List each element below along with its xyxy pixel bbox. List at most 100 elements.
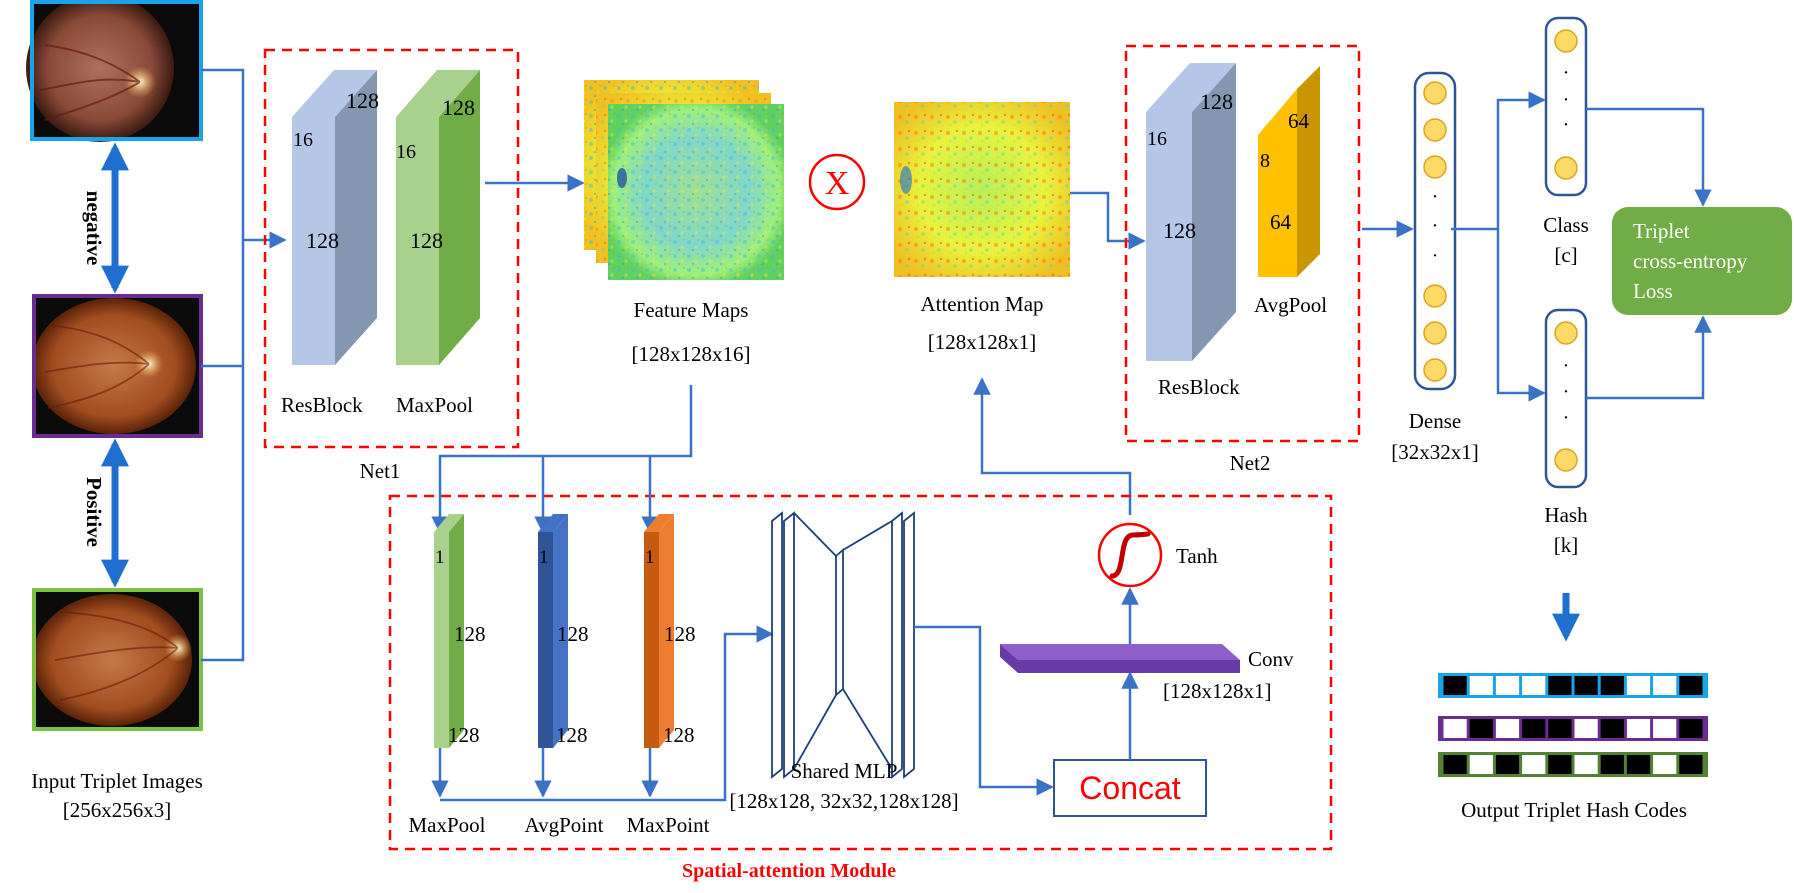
net1-maxpool-label: MaxPool <box>396 393 473 417</box>
class-label: Class <box>1543 213 1589 237</box>
hash-bit <box>1653 755 1677 774</box>
class-node <box>1554 29 1578 53</box>
net2-avgpool-label: AvgPool <box>1254 293 1327 317</box>
spatial-avgpoint-bot: 128 <box>556 723 588 747</box>
hash-bit <box>1600 755 1624 774</box>
hash-bit <box>1679 719 1703 738</box>
hash-node <box>1554 448 1578 472</box>
output-hash-codes: Output Triplet Hash Codes <box>1438 673 1708 822</box>
dense-node <box>1423 118 1447 142</box>
hash-bit <box>1679 755 1703 774</box>
input-label: Input Triplet Images <box>31 769 203 793</box>
hash-bit <box>1469 676 1493 695</box>
hash-bit <box>1574 676 1598 695</box>
net2-resblock-mid: 128 <box>1163 218 1196 243</box>
class-node <box>1554 156 1578 180</box>
hash-bit <box>1574 719 1598 738</box>
mlp-dims: [128x128, 32x32,128x128] <box>729 789 958 813</box>
hash-bit <box>1443 719 1467 738</box>
net2-avgpool-mid: 64 <box>1270 210 1292 234</box>
spatial-maxpool-mid: 128 <box>454 622 486 646</box>
featuremaps-to-pools-arrows <box>431 385 693 534</box>
hash-bit <box>1495 676 1520 695</box>
hash-bit <box>1495 755 1520 774</box>
spatial-avgpoint: 1 128 128 AvgPoint <box>525 514 604 837</box>
hash-bit <box>1522 676 1546 695</box>
input-dims: [256x256x3] <box>63 798 172 822</box>
spatial-maxpool: 1 128 128 MaxPool <box>408 514 486 837</box>
mlp-label: Shared MLP <box>791 759 898 783</box>
hash-bit <box>1574 755 1598 774</box>
feature-maps-dims: [128x128x16] <box>632 342 751 366</box>
tanh-to-attention-arrow <box>973 377 1132 515</box>
net1-border <box>263 48 520 449</box>
feature-maps: Feature Maps [128x128x16] <box>584 80 784 366</box>
loss-arrows <box>1586 107 1712 400</box>
tanh-activation: Tanh <box>1097 522 1218 588</box>
spatial-attention-module: Spatial-attention Module 1 128 128 MaxPo… <box>388 385 1333 882</box>
hash-ellipsis-dot: · <box>1563 407 1570 429</box>
net2-border <box>1124 44 1361 443</box>
loss-line2: cross-entropy <box>1633 249 1748 273</box>
attention-map-dims: [128x128x1] <box>928 330 1037 354</box>
hash-bit <box>1495 719 1520 738</box>
pools-to-mlp-arrows <box>431 625 774 802</box>
spatial-maxpoint-bot: 128 <box>663 723 695 747</box>
input-image-bottom <box>32 588 203 731</box>
spatial-module-title: Spatial-attention Module <box>682 860 896 882</box>
input-images: negative Positive Input Triplet Images [… <box>26 0 203 822</box>
net1-resblock-label: ResBlock <box>281 393 363 417</box>
dense-node <box>1423 284 1447 308</box>
dense-dims: [32x32x1] <box>1391 440 1479 464</box>
dense-node <box>1423 321 1447 345</box>
hash-bit <box>1600 676 1624 695</box>
hash-bit <box>1626 676 1651 695</box>
dense-label: Dense <box>1409 409 1461 433</box>
hash-bit <box>1548 676 1572 695</box>
hash-bit <box>1469 755 1493 774</box>
hash-bit <box>1522 755 1546 774</box>
output-label: Output Triplet Hash Codes <box>1461 798 1687 822</box>
hash-bit <box>1548 719 1572 738</box>
dense-ellipsis-dot: · <box>1432 215 1439 237</box>
net2-avgpool: 64 8 64 AvgPool <box>1254 66 1327 317</box>
net2-resblock-top: 128 <box>1200 89 1233 114</box>
input-image-middle <box>32 294 203 438</box>
net1-block: 128 16 128 ResBlock 128 16 128 MaxPool N… <box>263 48 520 483</box>
dense-branch-arrows <box>1451 91 1546 402</box>
hash-bit <box>1522 719 1546 738</box>
net1-resblock-left: 16 <box>293 129 313 151</box>
net1-maxpool-left: 16 <box>396 141 416 163</box>
hash-bit <box>1443 676 1467 695</box>
input-connectors <box>201 68 287 662</box>
feature-maps-label: Feature Maps <box>634 298 749 322</box>
net1-maxpool: 128 16 128 MaxPool <box>396 70 480 417</box>
input-image-top <box>26 0 203 142</box>
dense-ellipsis-dot: · <box>1432 186 1439 208</box>
net2-resblock-left: 16 <box>1147 128 1167 150</box>
net2-avgpool-left: 8 <box>1260 150 1270 172</box>
class-ellipsis-dot: · <box>1563 89 1570 111</box>
spatial-avgpoint-top: 1 <box>539 547 549 568</box>
spatial-maxpoint-top: 1 <box>645 547 655 568</box>
attention-to-net2-arrow <box>1070 191 1146 250</box>
dense-node <box>1423 358 1447 382</box>
dense-layer: · · · Dense [32x32x1] <box>1391 71 1479 464</box>
tanh-icon <box>1097 522 1163 588</box>
hash-bit <box>1653 676 1677 695</box>
net2-resblock-label: ResBlock <box>1158 375 1240 399</box>
attention-map-label: Attention Map <box>920 292 1043 316</box>
dense-node <box>1423 155 1447 179</box>
hash-node <box>1554 321 1578 345</box>
net1-resblock-mid: 128 <box>306 228 339 253</box>
negative-label: negative <box>82 191 106 266</box>
hash-label: Hash <box>1544 503 1588 527</box>
hash-output: ··· Hash [k] <box>1544 308 1588 557</box>
net1-maxpool-top: 128 <box>442 95 475 120</box>
hash-ellipsis-dot: · <box>1563 381 1570 403</box>
dense-ellipsis-dot: · <box>1432 245 1439 267</box>
net1-label: Net1 <box>360 459 401 483</box>
net1-resblock-top: 128 <box>346 88 379 113</box>
net2-resblock: 128 16 128 ResBlock <box>1146 63 1240 399</box>
